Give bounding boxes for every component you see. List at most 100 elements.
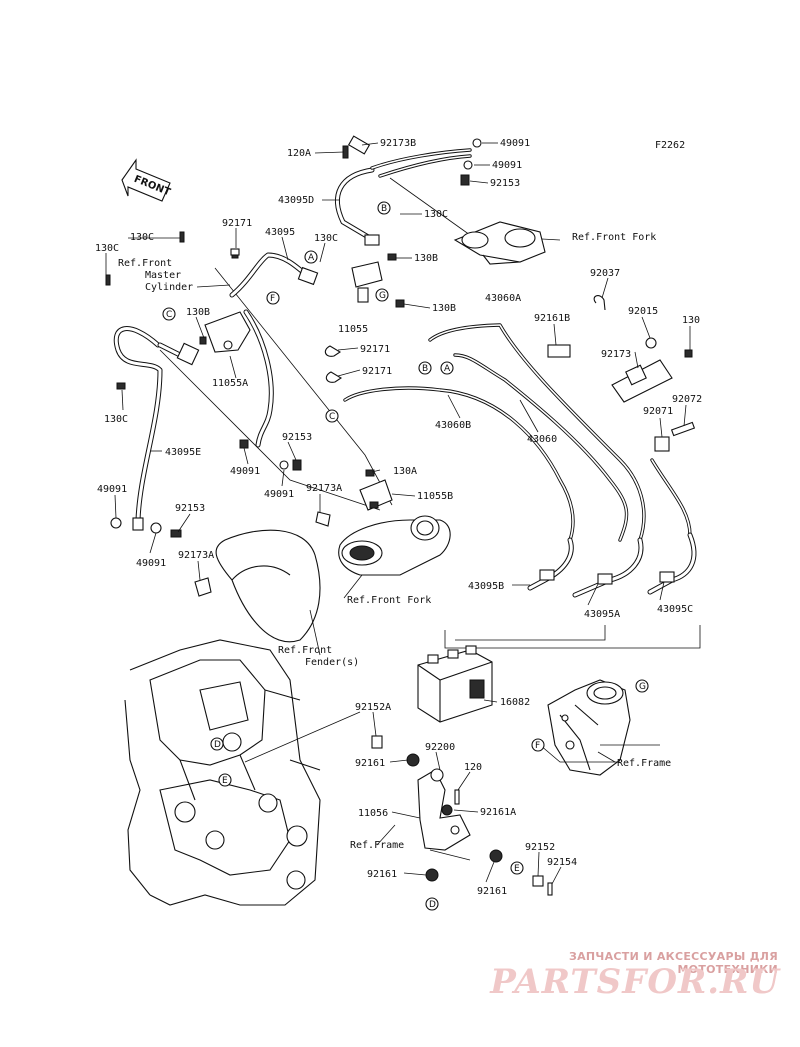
brake-tube-43060 bbox=[453, 353, 629, 542]
part-label: 92173A bbox=[178, 550, 214, 561]
svg-text:C: C bbox=[329, 412, 335, 422]
part-label: 92161 bbox=[477, 886, 507, 897]
svg-text:D: D bbox=[214, 740, 221, 750]
part-label: 92161 bbox=[355, 758, 385, 769]
part-label: 16082 bbox=[500, 697, 530, 708]
part-label: 43095A bbox=[584, 609, 620, 620]
part-label: 49091 bbox=[264, 489, 294, 500]
part-label: 92161A bbox=[480, 807, 516, 818]
part-label: 43095E bbox=[165, 447, 201, 458]
part-label: 43095D bbox=[278, 195, 314, 206]
part-label: 49091 bbox=[136, 558, 166, 569]
svg-text:Ref.Front Fork: Ref.Front Fork bbox=[572, 232, 656, 243]
callout-c-left: C bbox=[162, 307, 176, 321]
front-fork-lower-clamp bbox=[338, 515, 451, 576]
part-label: 11056 bbox=[358, 808, 388, 819]
svg-text:E: E bbox=[222, 776, 228, 786]
svg-text:Ref.Front: Ref.Front bbox=[278, 645, 332, 656]
svg-text:F: F bbox=[270, 294, 275, 304]
clips-92171 bbox=[230, 248, 343, 383]
part-label: 49091 bbox=[97, 484, 127, 495]
brake-hose-43095E bbox=[105, 231, 251, 538]
svg-text:B: B bbox=[422, 364, 428, 374]
brake-hose-43095C bbox=[647, 532, 697, 595]
part-label: 92161B bbox=[534, 313, 570, 324]
bracket-92173 bbox=[547, 295, 696, 452]
reference-labels: Ref.Front Master Cylinder Ref.Front Fork… bbox=[118, 232, 671, 851]
brake-hose-43095A bbox=[572, 537, 644, 598]
part-label: 120A bbox=[287, 148, 311, 159]
assembly-guide-lines bbox=[159, 177, 701, 763]
brake-hose-43095D bbox=[334, 135, 482, 246]
callout-f-right: F bbox=[531, 738, 545, 752]
abs-bracket-11056 bbox=[371, 735, 553, 896]
svg-text:G: G bbox=[379, 291, 386, 301]
svg-text:Ref.Front Fork: Ref.Front Fork bbox=[347, 595, 431, 606]
part-label: 92171 bbox=[362, 366, 392, 377]
brake-tube-right-long bbox=[650, 458, 692, 537]
svg-text:G: G bbox=[639, 682, 646, 692]
part-label: 130B bbox=[186, 307, 210, 318]
brake-joint-11055 bbox=[351, 253, 405, 308]
svg-text:Cylinder: Cylinder bbox=[145, 282, 193, 293]
figure-code: F2262 bbox=[655, 140, 685, 151]
part-label: 92152 bbox=[525, 842, 555, 853]
part-label: 130C bbox=[314, 233, 338, 244]
callout-g-top: G bbox=[375, 288, 389, 302]
part-label: 92071 bbox=[643, 406, 673, 417]
svg-text:Ref.Frame: Ref.Frame bbox=[350, 840, 404, 851]
callout-a-top: A bbox=[304, 250, 318, 264]
svg-text:E: E bbox=[514, 864, 520, 874]
part-label: 130A bbox=[393, 466, 417, 477]
front-fender bbox=[194, 511, 331, 643]
abs-hydraulic-unit-16082 bbox=[417, 645, 493, 723]
front-fork-upper-clamp bbox=[453, 221, 546, 265]
part-label: 11055B bbox=[417, 491, 453, 502]
svg-text:Master: Master bbox=[145, 270, 181, 281]
part-label: 43060 bbox=[527, 434, 557, 445]
part-label: 49091 bbox=[492, 160, 522, 171]
part-label: 92161 bbox=[367, 869, 397, 880]
part-label: 92173A bbox=[306, 483, 342, 494]
part-label: 130C bbox=[424, 209, 448, 220]
watermark-tagline: ЗАПЧАСТИ И АКСЕССУАРЫ ДЛЯ МОТОТЕХНИКИ bbox=[568, 950, 778, 976]
part-label: 92153 bbox=[282, 432, 312, 443]
part-label: 130C bbox=[95, 243, 119, 254]
callout-b-mid: B bbox=[418, 361, 432, 375]
part-label: 92171 bbox=[222, 218, 252, 229]
part-label: 120 bbox=[464, 762, 482, 773]
part-label: 43095C bbox=[657, 604, 693, 615]
svg-text:Ref.Front: Ref.Front bbox=[118, 258, 172, 269]
brake-hose-43095B bbox=[527, 537, 574, 591]
ref-front-fork-upper: Ref.Front Fork bbox=[572, 232, 656, 243]
ref-frame-right: Ref.Frame bbox=[617, 758, 671, 769]
part-number-labels: 92173B 49091 120A 49091 92153 43095D 130… bbox=[95, 138, 702, 897]
front-direction-arrow: FRONT bbox=[121, 158, 172, 202]
brake-tube-43060A bbox=[428, 323, 646, 542]
callout-d-frame: D bbox=[210, 737, 224, 751]
svg-text:A: A bbox=[308, 253, 315, 263]
part-label: 92154 bbox=[547, 857, 577, 868]
svg-text:Fender(s): Fender(s) bbox=[305, 657, 359, 668]
svg-text:D: D bbox=[429, 900, 436, 910]
part-label: 43095 bbox=[265, 227, 295, 238]
part-label: 92072 bbox=[672, 394, 702, 405]
svg-text:B: B bbox=[381, 204, 387, 214]
part-label: 130B bbox=[414, 253, 438, 264]
svg-text:F: F bbox=[535, 741, 540, 751]
part-label: 11055A bbox=[212, 378, 248, 389]
callout-b-top: B bbox=[377, 201, 391, 215]
brake-hose-43095 bbox=[229, 249, 319, 298]
part-label: 11055 bbox=[338, 324, 368, 335]
part-label: 92200 bbox=[425, 742, 455, 753]
ref-front-fender: Ref.Front Fender(s) bbox=[278, 645, 359, 668]
part-label: 92015 bbox=[628, 306, 658, 317]
part-label: 92153 bbox=[490, 178, 520, 189]
part-label: 92037 bbox=[590, 268, 620, 279]
part-label: 130B bbox=[432, 303, 456, 314]
part-label: 43060B bbox=[435, 420, 471, 431]
brake-tube-43060B bbox=[343, 386, 575, 542]
callout-g-right: G bbox=[635, 679, 649, 693]
